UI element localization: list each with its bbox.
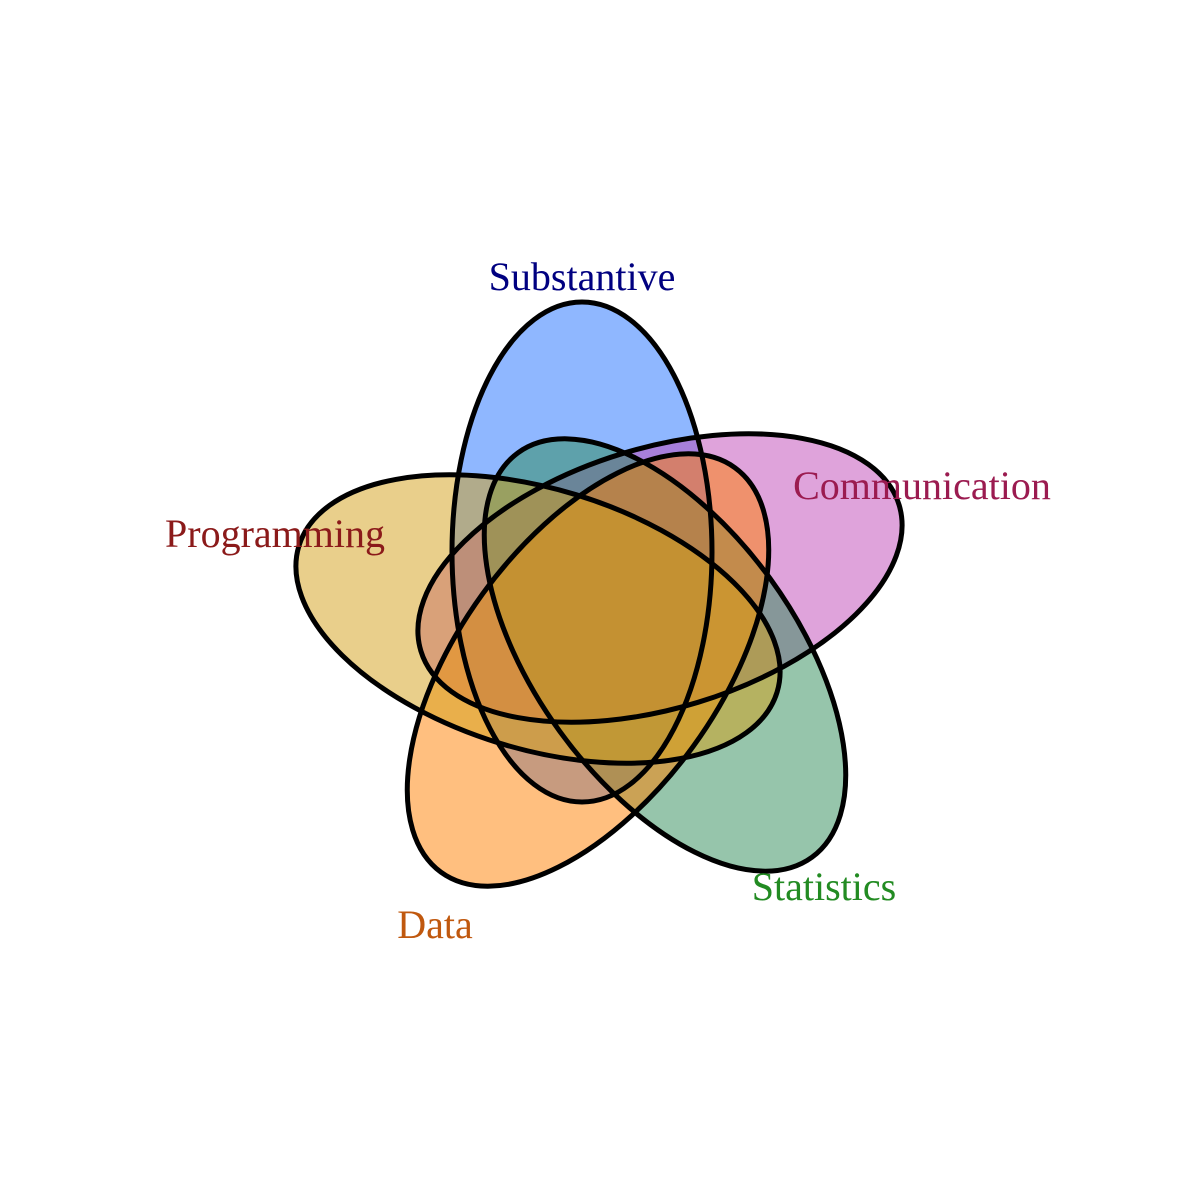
data-label: Data [397, 902, 473, 947]
set-fills [295, 302, 903, 887]
statistics-ellipse [481, 436, 849, 874]
communication-label: Communication [793, 463, 1051, 508]
statistics-label: Statistics [752, 864, 896, 909]
programming-ellipse-fill [295, 474, 781, 764]
set-outlines [293, 299, 905, 889]
programming-label: Programming [165, 511, 385, 556]
set-labels: Substantive Communication Statistics Dat… [165, 254, 1051, 947]
substantive-label: Substantive [489, 254, 676, 299]
data-ellipse [404, 451, 772, 889]
programming-ellipse [293, 472, 783, 766]
